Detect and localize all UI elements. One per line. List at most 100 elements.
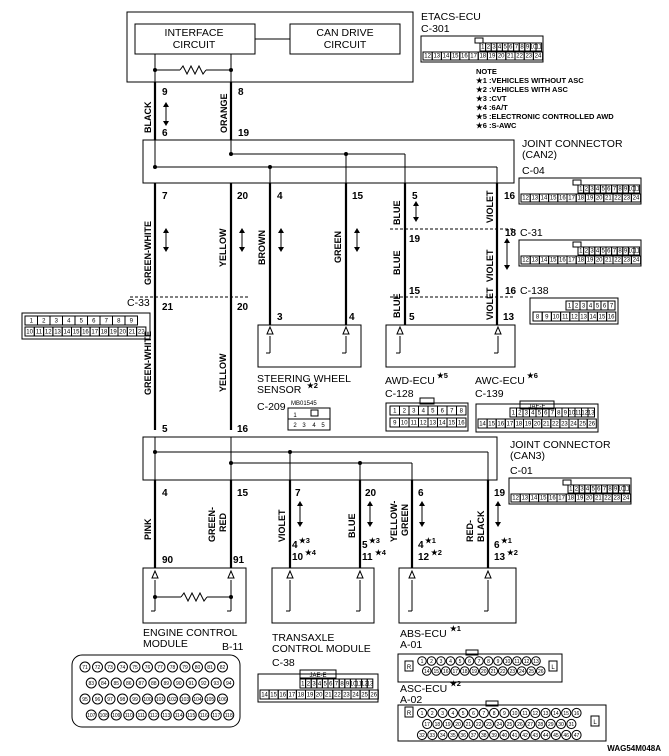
c33-pin: 4 [67,319,71,325]
a02-hole [416,729,428,741]
a01-hole [474,656,484,666]
c128-pin: 5 [431,409,435,415]
c38-cell [368,689,379,700]
c01-pin: 20 [586,496,593,502]
a02-pin: 27 [527,722,533,728]
b11-hole [179,693,191,705]
a02-hole [473,718,484,730]
b11-hole [210,677,222,689]
c04-pin: 12 [522,196,529,202]
a02-pin: 2 [431,711,434,717]
c38-pin: 20 [316,693,323,699]
b11-hole [160,677,172,689]
b11-pin: 105 [206,697,215,703]
c01-pin: 16 [549,496,556,502]
c31-pin: 17 [568,258,575,264]
c38-pin: 25 [361,693,368,699]
a01-hole [426,656,437,666]
a02-pin: 18 [435,722,441,728]
c128-pin: 8 [460,409,464,415]
c01-pin: 13 [521,496,528,502]
c01-pin: 4 [586,487,590,493]
c209-pin-5: 5 [321,423,325,429]
b11-hole [223,677,235,689]
abs-asc-ecu: ABS-ECU ★1 A-01 ASC-ECU ★2 A-02 [398,567,517,706]
b11-hole [79,661,91,673]
a02-hole [519,729,531,741]
a02-pin: 28 [538,722,544,728]
c04-pin: 13 [531,196,538,202]
b11-hole [198,677,210,689]
pin-abs-yg-b: 12 [418,552,430,563]
wire-color-green-white-2: GREEN-WHITE [143,331,153,395]
pin-can2-black: 6 [162,128,168,139]
b11-pin: 82 [220,665,226,671]
c209-pin-4: 4 [312,423,316,429]
engine-name-1: ENGINE CONTROL [143,627,238,639]
a02-hole [427,729,438,741]
a02-pin: 38 [481,733,487,739]
b11-hole [98,677,110,689]
b11-hole [98,709,110,721]
c38-pin: 12 [361,682,368,688]
tcm-name-2: CONTROL MODULE [272,643,371,655]
c128-pin: 11 [411,421,418,427]
wire-color-yellow-1: YELLOW [218,228,228,267]
b11-hole [135,677,147,689]
b11-pin: 75 [132,665,138,671]
figure-code: WAG54M048A [607,744,661,753]
c139-pin: 4 [531,411,535,417]
c01-pin: 23 [613,496,620,502]
c301-pin: 8 [520,45,524,51]
pin-can3-4: 4 [162,488,168,499]
c01-pin: 21 [595,496,602,502]
c31-cell [630,255,642,265]
wire-color-green-white-1: GREEN-WHITE [143,221,153,285]
c301-pin: 20 [498,54,505,60]
b11-hole [154,661,166,673]
wire-color-violet-4: VIOLET [277,509,287,542]
wire-color-violet-1: VIOLET [485,190,495,223]
c301-pin: 2 [487,45,491,51]
c31-pin: 2 [585,249,589,255]
c04-pin: 2 [585,187,589,193]
a01-pin: 16 [443,669,449,675]
b11-hole [104,693,116,705]
b11-pin: 92 [201,681,207,687]
b11-pin: 73 [107,665,113,671]
pin-can3-5: 5 [162,424,168,435]
c33-pin: 10 [26,330,33,336]
a02-pin: 3 [441,711,444,717]
awc-ecu-name: AWC-ECU [475,375,525,387]
b11-hole [204,661,216,673]
b11-hole [173,709,185,721]
b11-hole [185,677,197,689]
pin-abs-yg-a-star: ★1 [425,536,436,545]
c33-pin: 20 [119,330,126,336]
c31-pin: 16 [559,258,566,264]
connector-c138: 15 16 C-138 BLUE VIOLET [390,285,549,320]
c01-pin: 2 [575,487,579,493]
c04-pin: 5 [602,187,606,193]
b11-pin: 86 [126,681,132,687]
c128-pin: 7 [450,409,454,415]
c33-pin: 16 [82,330,89,336]
b11-pin: 102 [168,697,177,703]
b11-hole [148,677,160,689]
a01-pin: 21 [490,669,496,675]
b11-pin: 97 [107,697,113,703]
c139-pin: 12 [581,411,588,417]
c33-pin: 18 [101,330,108,336]
pin-abs-rb-b-star: ★2 [507,548,518,557]
pin-c138-16: 16 [505,286,517,297]
b11-pin: 118 [225,713,233,719]
pin-c138-15: 15 [409,286,421,297]
b11-pin: 78 [170,665,176,671]
c04-pin: 6 [607,187,611,193]
abs-ecu-connector: A-01 [400,639,422,651]
a02-hole [437,707,448,719]
